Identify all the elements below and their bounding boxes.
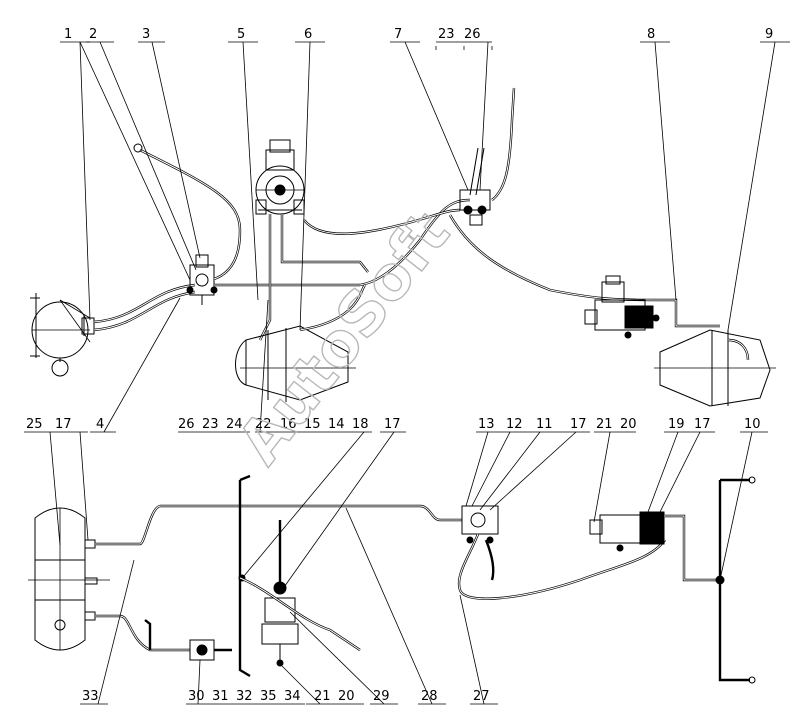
callout-9: 9 (765, 27, 773, 42)
brake-compressor (255, 139, 305, 215)
callout-20b: 20 (338, 689, 355, 704)
main-brake-line-upper (133, 143, 471, 287)
brake-pedal-valve (459, 87, 516, 226)
callout-16: 16 (280, 417, 297, 432)
callout-17d: 17 (694, 417, 711, 432)
callout-32: 32 (236, 689, 253, 704)
callout-21b: 21 (314, 689, 331, 704)
callouts-mid: 25 17 4 26 23 24 22 16 15 14 18 17 13 12… (26, 417, 761, 432)
callout-23: 23 (438, 27, 455, 42)
callout-5: 5 (237, 27, 245, 42)
callout-11: 11 (536, 417, 553, 432)
round-reservoir-left (30, 293, 95, 377)
brake-cylinder-right (584, 275, 660, 339)
callout-7: 7 (394, 27, 402, 42)
leader-lines (24, 41, 790, 705)
callout-17b: 17 (384, 417, 401, 432)
callout-23: 23 (202, 417, 219, 432)
callout-3: 3 (142, 27, 150, 42)
line-to-right-assembly (448, 214, 720, 328)
air-reservoir-large (28, 507, 110, 651)
callout-28: 28 (421, 689, 438, 704)
callout-4: 4 (96, 417, 104, 432)
callout-19: 19 (668, 417, 685, 432)
callout-35: 35 (260, 689, 277, 704)
callout-33: 33 (82, 689, 99, 704)
callout-34: 34 (284, 689, 301, 704)
callout-13: 13 (478, 417, 495, 432)
callout-18: 18 (352, 417, 369, 432)
wheel-brake-left (235, 284, 366, 402)
callout-29: 29 (373, 689, 390, 704)
quick-release-valve (189, 639, 232, 661)
callout-27: 27 (473, 689, 490, 704)
main-brake-line-lower (95, 504, 462, 652)
brake-cylinder-lower-right (589, 511, 720, 582)
callout-8: 8 (647, 27, 655, 42)
callout-26: 26 (178, 417, 195, 432)
callout-21: 21 (596, 417, 613, 432)
callout-25: 25 (26, 417, 43, 432)
callout-31: 31 (212, 689, 229, 704)
callout-22: 22 (255, 417, 272, 432)
wheel-brake-right (654, 329, 776, 407)
callout-17: 17 (55, 417, 72, 432)
callouts-top: 1 2 3 5 6 7 23 26 8 9 (64, 27, 773, 42)
callout-15: 15 (304, 417, 321, 432)
compressor-outlet-line (258, 208, 461, 341)
relay-valve-lower (239, 520, 361, 667)
callout-20: 20 (620, 417, 637, 432)
callout-17c: 17 (570, 417, 587, 432)
callout-6: 6 (304, 27, 312, 42)
callout-14: 14 (328, 417, 345, 432)
callout-30: 30 (188, 689, 205, 704)
callout-26: 26 (464, 27, 481, 42)
callouts-bottom: 33 30 31 32 35 34 21 20 29 28 27 (82, 689, 490, 704)
callout-24: 24 (226, 417, 243, 432)
brake-valve-left (186, 254, 218, 305)
callout-2: 2 (89, 27, 97, 42)
callout-10: 10 (744, 417, 761, 432)
pipe-tank-to-valve (93, 283, 196, 332)
callout-1: 1 (64, 27, 72, 42)
callout-12: 12 (506, 417, 523, 432)
control-valve-central (457, 505, 666, 600)
